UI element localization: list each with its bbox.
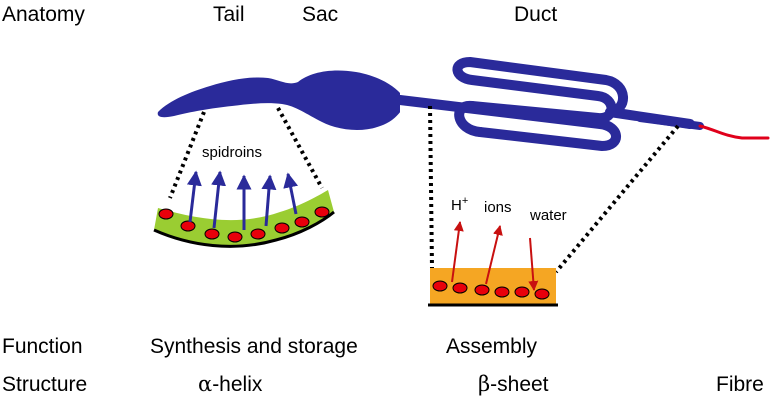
dot	[204, 228, 220, 240]
proton-label: H+	[451, 195, 469, 214]
row-label-function: Function	[2, 335, 83, 358]
dot	[452, 282, 468, 294]
dot	[534, 288, 550, 300]
anatomy-duct-label: Duct	[514, 3, 558, 26]
zoom-line-sac-left	[168, 111, 206, 199]
proton-charge: +	[461, 195, 469, 207]
arrow	[186, 170, 202, 223]
dot	[250, 228, 266, 240]
spidroin-arrows	[186, 170, 299, 230]
zoom-line-sac-right	[276, 107, 324, 189]
assembly-dots	[432, 280, 550, 300]
dot	[432, 280, 448, 292]
beta-symbol: β	[478, 372, 491, 396]
ions-label: ions	[484, 199, 512, 216]
tail-and-sac	[157, 70, 405, 130]
anatomy-tail-label: Tail	[213, 3, 245, 26]
sac-lumen-band	[153, 170, 335, 248]
proton-symbol: H	[451, 197, 462, 214]
dot	[494, 286, 510, 298]
dot	[514, 286, 530, 298]
duct-hairpin	[452, 57, 695, 129]
structure-beta-sheet-label: β-sheet	[478, 372, 549, 396]
zoom-line-duct-left	[428, 105, 434, 269]
duct-exit	[636, 114, 704, 130]
structure-fibre-label: Fibre	[716, 373, 764, 396]
green-band-base	[153, 210, 335, 248]
arrow	[211, 170, 227, 229]
row-label-structure: Structure	[2, 373, 88, 396]
ion-arrow	[485, 225, 503, 285]
dot	[294, 216, 310, 228]
efflux-arrows	[451, 221, 539, 291]
alpha-text: -helix	[212, 373, 263, 396]
arrow	[283, 172, 299, 215]
proton-arrow	[451, 221, 464, 283]
structure-alpha-helix-label: α-helix	[198, 372, 263, 396]
dot	[314, 206, 330, 218]
function-synthesis-label: Synthesis and storage	[150, 335, 358, 358]
arrow	[261, 174, 277, 227]
spidroin-dots	[158, 206, 330, 243]
row-label-anatomy: Anatomy	[2, 3, 85, 26]
dot	[158, 208, 174, 220]
function-assembly-label: Assembly	[446, 335, 538, 358]
duct-lumen-band	[428, 221, 558, 307]
dot	[180, 220, 196, 232]
green-band	[154, 190, 334, 247]
alpha-symbol: α	[198, 372, 213, 396]
beta-text: -sheet	[490, 373, 549, 396]
anatomy-sac-label: Sac	[302, 3, 339, 26]
water-label: water	[530, 207, 567, 224]
orange-band	[430, 268, 556, 304]
dot	[274, 222, 290, 234]
dot	[227, 231, 243, 243]
fibre-thread	[698, 124, 770, 140]
dot	[474, 284, 490, 296]
duct-body	[395, 95, 621, 151]
zoom-lines	[168, 105, 680, 274]
spidroins-label: spidroins	[202, 144, 263, 161]
water-arrow	[528, 237, 539, 291]
